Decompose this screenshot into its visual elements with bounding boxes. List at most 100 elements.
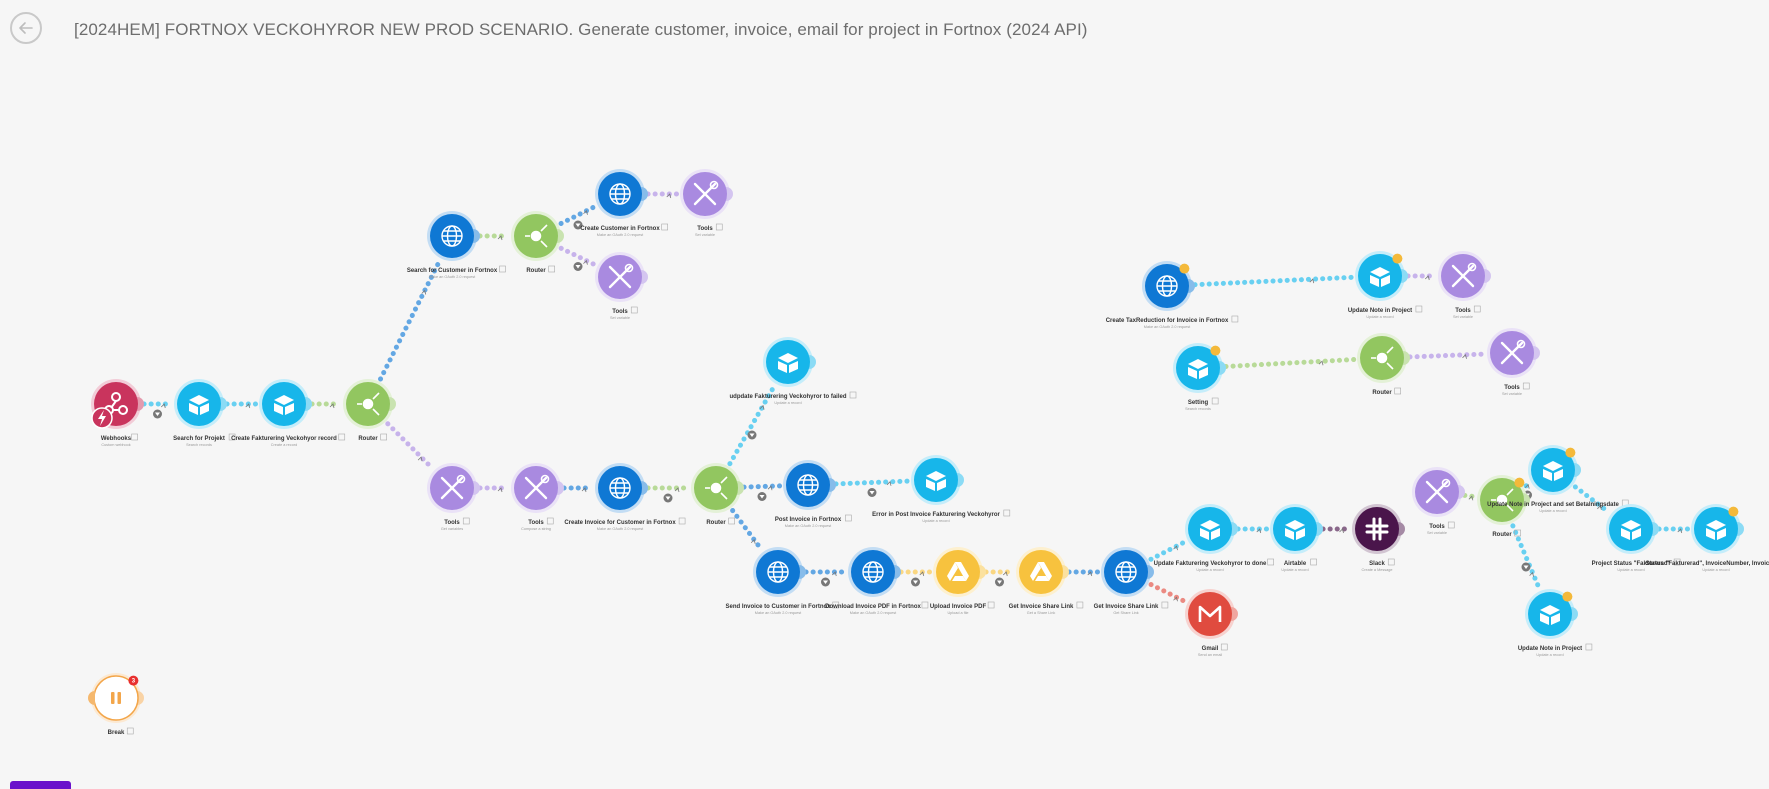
output-handle[interactable] [641, 481, 648, 495]
notes-icon[interactable] [1394, 387, 1401, 395]
filter-icon[interactable] [757, 492, 767, 501]
module-error-post[interactable]: Error in Post Invoice Fakturering Veckoh… [872, 455, 1011, 523]
notes-icon[interactable] [1673, 558, 1681, 566]
connection-router-invoice-to-post-invoice[interactable] [741, 483, 783, 490]
connection-router-notes-to-update-note-2[interactable] [1510, 523, 1542, 591]
module-project-status[interactable]: Project Status "Fakturerad"Update a reco… [1592, 504, 1681, 572]
filter-icon[interactable] [867, 488, 877, 497]
module-circle[interactable] [936, 550, 980, 594]
module-create-invoice[interactable]: Create Invoice for Customer in FortnoxMa… [564, 463, 686, 531]
output-handle[interactable] [389, 397, 396, 411]
notes-icon[interactable] [630, 306, 638, 314]
connection-create-taxreduction-to-update-note-1[interactable] [1192, 274, 1355, 288]
notes-icon[interactable] [1161, 601, 1169, 609]
filter-icon[interactable] [747, 430, 757, 440]
notes-icon[interactable] [1514, 529, 1521, 537]
connection-share-link-2-to-update-done[interactable] [1148, 539, 1188, 562]
output-handle[interactable] [557, 229, 564, 243]
notes-icon[interactable] [1211, 397, 1219, 405]
notes-icon[interactable] [921, 601, 929, 609]
output-handle[interactable] [1231, 607, 1238, 621]
connection-router-invoice-to-update-failed[interactable] [727, 383, 777, 467]
output-handle[interactable] [1652, 522, 1659, 536]
connection-update-note-router-to-project-status[interactable] [1572, 484, 1612, 515]
output-handle[interactable] [1403, 351, 1410, 365]
output-handle[interactable] [737, 481, 744, 495]
notes-icon[interactable] [380, 433, 388, 441]
notes-icon[interactable] [1447, 521, 1455, 529]
output-handle[interactable] [1571, 607, 1578, 621]
notes-icon[interactable] [126, 727, 134, 735]
module-update-failed[interactable]: udpdate Fakturering Veckohyror to failed… [729, 337, 857, 405]
filter-icon[interactable] [911, 577, 920, 587]
output-handle[interactable] [1398, 522, 1405, 536]
output-handle[interactable] [137, 397, 144, 411]
output-handle[interactable] [641, 270, 648, 284]
filter-icon[interactable] [573, 262, 583, 271]
notes-icon[interactable] [1267, 558, 1274, 566]
notes-icon[interactable] [1522, 382, 1530, 390]
connection-router-customer-to-create-customer[interactable] [558, 204, 598, 226]
notes-icon[interactable] [1415, 305, 1423, 313]
back-button[interactable] [10, 12, 42, 44]
connection-setting-to-router-setting[interactable] [1223, 357, 1357, 369]
filter-icon[interactable] [153, 409, 162, 419]
output-handle[interactable] [557, 481, 564, 495]
notes-icon[interactable] [987, 601, 995, 609]
notes-icon[interactable] [462, 517, 470, 525]
notes-icon[interactable] [661, 223, 669, 231]
module-router-notes[interactable]: Router [1477, 475, 1530, 538]
notes-icon[interactable] [849, 391, 857, 399]
filter-icon[interactable] [1521, 562, 1531, 572]
module-circle[interactable] [1188, 592, 1232, 636]
notes-icon[interactable] [1220, 643, 1228, 651]
module-router-setting[interactable]: Router [1357, 333, 1410, 396]
output-handle[interactable] [1523, 493, 1530, 507]
notes-icon[interactable] [678, 517, 686, 525]
connection-post-invoice-to-error-post[interactable] [833, 478, 911, 487]
notes-icon[interactable] [1076, 601, 1084, 609]
connection-router-main-to-tools-3[interactable] [385, 421, 435, 471]
notes-icon[interactable] [845, 514, 852, 522]
notes-icon[interactable] [228, 433, 236, 441]
bottom-toolbar-tab[interactable] [10, 781, 71, 789]
module-router-invoice[interactable]: Router [691, 463, 744, 526]
output-handle[interactable] [726, 187, 733, 201]
output-handle[interactable] [979, 565, 986, 579]
module-circle[interactable] [1019, 550, 1063, 594]
connection-router-invoice-to-send-invoice[interactable] [730, 508, 764, 552]
output-handle[interactable] [829, 478, 836, 492]
filter-icon[interactable] [573, 220, 583, 230]
notes-icon[interactable] [499, 265, 506, 273]
notes-icon[interactable] [338, 433, 346, 441]
output-handle[interactable] [1458, 485, 1465, 499]
output-handle[interactable] [1737, 522, 1744, 536]
output-handle[interactable] [305, 397, 312, 411]
input-handle[interactable] [88, 691, 95, 705]
output-handle[interactable] [1484, 269, 1491, 283]
notes-icon[interactable] [546, 517, 554, 525]
output-handle[interactable] [1188, 279, 1195, 293]
notes-icon[interactable] [1003, 509, 1011, 517]
notes-icon[interactable] [131, 433, 138, 441]
module-send-invoice[interactable]: Send Invoice to Customer in FortnoxMake … [725, 547, 840, 615]
module-router-main[interactable]: Router [343, 379, 396, 442]
notes-icon[interactable] [715, 223, 723, 231]
output-handle[interactable] [1533, 346, 1540, 360]
output-handle[interactable] [1401, 269, 1408, 283]
